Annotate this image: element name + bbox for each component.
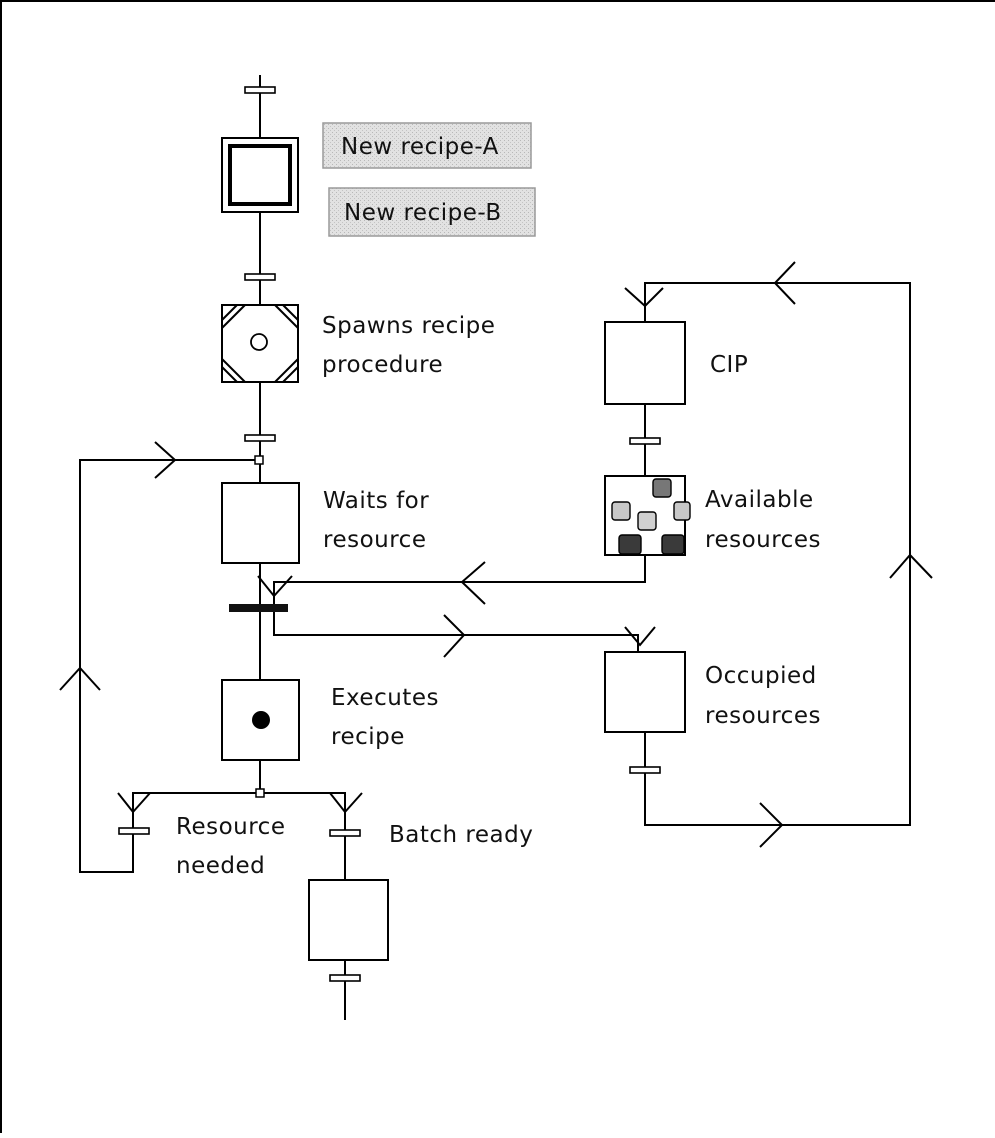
arrow-right-icon (443, 614, 466, 658)
divergence-line (132, 792, 346, 808)
cip-step[interactable] (604, 321, 686, 405)
spawns-label-line2: procedure (322, 352, 443, 378)
new-recipe-b-label: New recipe-B (344, 200, 502, 226)
arrow-left-icon (460, 561, 486, 605)
resource-request-line (273, 555, 646, 604)
transition-bar-resource-needed[interactable] (118, 827, 150, 835)
transition-bar-initial[interactable] (244, 86, 276, 94)
occupied-label-line1: Occupied (705, 663, 817, 689)
transition-bar-batch-ready[interactable] (329, 829, 361, 837)
sync-transition-bar[interactable] (229, 604, 288, 612)
transition-bar-cip[interactable] (629, 437, 661, 445)
resource-cylinders-icon (611, 478, 691, 555)
junction-node (254, 455, 264, 465)
arrow-left-icon (773, 261, 796, 305)
executes-label-line2: recipe (331, 724, 405, 750)
corner-hatch-icon (221, 304, 299, 383)
initial-step[interactable] (221, 137, 299, 213)
available-resources-step[interactable] (604, 475, 691, 556)
batch-ready-step[interactable] (308, 879, 389, 961)
waits-for-resource-step[interactable] (221, 482, 300, 564)
available-label-line1: Available (705, 487, 814, 513)
token-circle-icon (250, 333, 268, 351)
new-recipe-a-button[interactable]: New recipe-A (322, 122, 532, 169)
waits-label-line2: resource (323, 527, 426, 553)
cip-label: CIP (710, 352, 748, 378)
arrow-down-icon (624, 287, 664, 308)
new-recipe-b-button[interactable]: New recipe-B (328, 187, 536, 237)
transition-bar-release[interactable] (629, 766, 661, 774)
transition-bar-end[interactable] (329, 974, 361, 982)
resource-needed-label-line1: Resource (176, 814, 285, 840)
arrow-right-icon (154, 441, 177, 479)
spawns-label-line1: Spawns recipe (322, 313, 495, 339)
arrow-right-icon (759, 802, 784, 848)
transition-bar-spawn[interactable] (244, 273, 276, 281)
batch-ready-label: Batch ready (389, 822, 533, 848)
feedback-line (79, 459, 260, 873)
resource-allocate-line (273, 612, 639, 652)
waits-label-line1: Waits for (323, 488, 429, 514)
transition-bar-wait[interactable] (244, 434, 276, 442)
spawns-recipe-step[interactable] (221, 304, 299, 383)
executes-recipe-step[interactable] (221, 679, 300, 761)
branch-arrow-icon (117, 792, 151, 814)
arrow-up-icon (59, 666, 101, 691)
arrow-up-icon (889, 553, 933, 579)
occupied-label-line2: resources (705, 703, 821, 729)
executes-label-line1: Executes (331, 685, 439, 711)
new-recipe-a-label: New recipe-A (341, 134, 499, 160)
occupied-resources-step[interactable] (604, 651, 686, 733)
active-token-icon (252, 711, 270, 729)
junction-node (255, 788, 265, 798)
arrow-down-icon (624, 626, 656, 647)
available-label-line2: resources (705, 527, 821, 553)
resource-needed-label-line2: needed (176, 853, 265, 879)
